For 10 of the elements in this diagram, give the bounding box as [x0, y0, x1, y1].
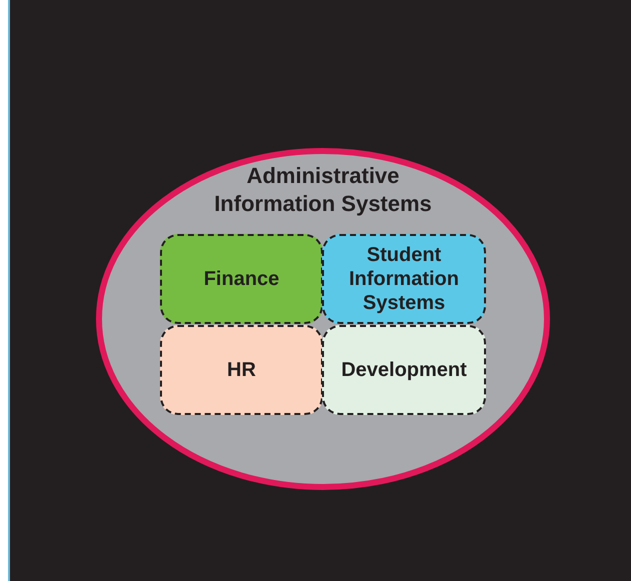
box-label: HR: [227, 358, 256, 382]
rounded-box: [160, 234, 323, 324]
box-label: Student Information Systems: [348, 243, 460, 315]
rounded-box: [322, 234, 486, 324]
rounded-box: [322, 325, 486, 415]
rounded-box: [160, 325, 323, 415]
ellipse: [96, 148, 550, 490]
ellipse-title: Administrative Information Systems: [213, 162, 433, 218]
box-label: Finance: [204, 267, 280, 291]
box-label: Development: [341, 358, 467, 382]
